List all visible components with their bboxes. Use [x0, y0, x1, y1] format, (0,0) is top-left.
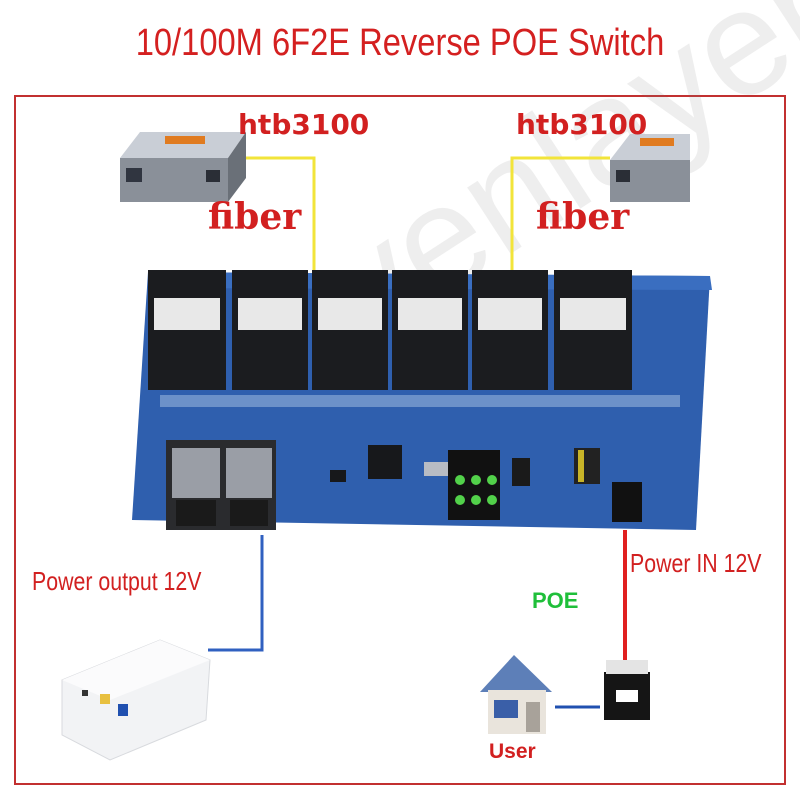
- power-in-label: Power IN 12V: [630, 548, 762, 578]
- fiber-label-right: fiber: [536, 196, 630, 238]
- diagram-frame: [14, 95, 786, 785]
- power-output-label: Power output 12V: [32, 566, 202, 596]
- rj45-ports: [166, 440, 276, 530]
- page-title: 10/100M 6F2E Reverse POE Switch: [135, 22, 665, 64]
- capacitor: [512, 458, 530, 486]
- chip: [368, 445, 402, 479]
- dc-jack: [612, 482, 642, 522]
- media-converter-left: [120, 132, 246, 202]
- fiber-line-left: [246, 156, 316, 272]
- status-leds: [448, 450, 500, 520]
- capacitor: [574, 448, 600, 484]
- fiber-line-right: [510, 156, 610, 272]
- media-converter-right: [610, 134, 690, 202]
- user-house-icon: [480, 655, 552, 734]
- user-label: User: [489, 740, 536, 763]
- power-output-line: [208, 535, 264, 652]
- onu-device: [61, 639, 211, 761]
- poe-label: POE: [532, 588, 579, 613]
- fiber-label-left: fiber: [208, 196, 302, 238]
- sfp-modules: [148, 270, 632, 390]
- poe-injector: [604, 660, 650, 720]
- converter-label-right: htb3100: [516, 108, 648, 141]
- converter-label-left: htb3100: [238, 108, 370, 141]
- switch-pcb: [132, 270, 712, 530]
